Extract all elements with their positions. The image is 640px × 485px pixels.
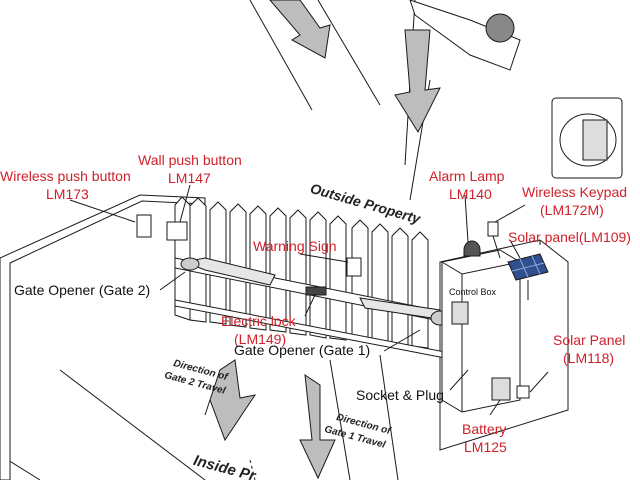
battery-device xyxy=(491,377,530,401)
wireless-keypad-device xyxy=(487,97,623,259)
control-box-pillar xyxy=(441,240,521,413)
travel-arrows xyxy=(204,0,441,480)
electric-lock-label: Electric lock xyxy=(221,313,296,329)
wireless-keypad-model: (LM172M) xyxy=(540,202,604,218)
wall-push-button-model: LM147 xyxy=(168,170,211,186)
alarm-lamp-model: LM140 xyxy=(449,186,492,202)
socket-plug-label: Socket & Plug xyxy=(356,387,444,403)
wireless-push-button-model: LM173 xyxy=(46,186,89,202)
solar-panel-lm118-model: (LM118) xyxy=(563,350,615,366)
gate-opener-1-label: Gate Opener (Gate 1) xyxy=(234,342,371,358)
wall-buttons xyxy=(136,214,362,277)
gate-opener-2-label: Gate Opener (Gate 2) xyxy=(14,282,151,298)
electric-lock-model: (LM149) xyxy=(234,331,287,347)
control-box-label: Control Box xyxy=(449,287,497,297)
wireless-keypad-label: Wireless Keypad xyxy=(522,184,628,200)
solar-panel-lm118-label: Solar Panel xyxy=(553,332,626,348)
top-operator xyxy=(409,0,521,71)
warning-sign-label: Warning Sign xyxy=(253,238,337,254)
solar-panel-lm109-label: Solar panel(LM109) xyxy=(508,229,631,245)
alarm-lamp-label: Alarm Lamp xyxy=(429,168,505,184)
leader-lines xyxy=(69,184,549,416)
wall-push-button-label: Wall push button xyxy=(138,152,242,168)
solar-panel-lm109 xyxy=(507,253,549,300)
wireless-push-button-label: Wireless push button xyxy=(0,168,131,184)
battery-label: Battery xyxy=(462,421,507,437)
battery-model: LM125 xyxy=(464,439,507,455)
gate-opener-arms xyxy=(180,257,450,326)
